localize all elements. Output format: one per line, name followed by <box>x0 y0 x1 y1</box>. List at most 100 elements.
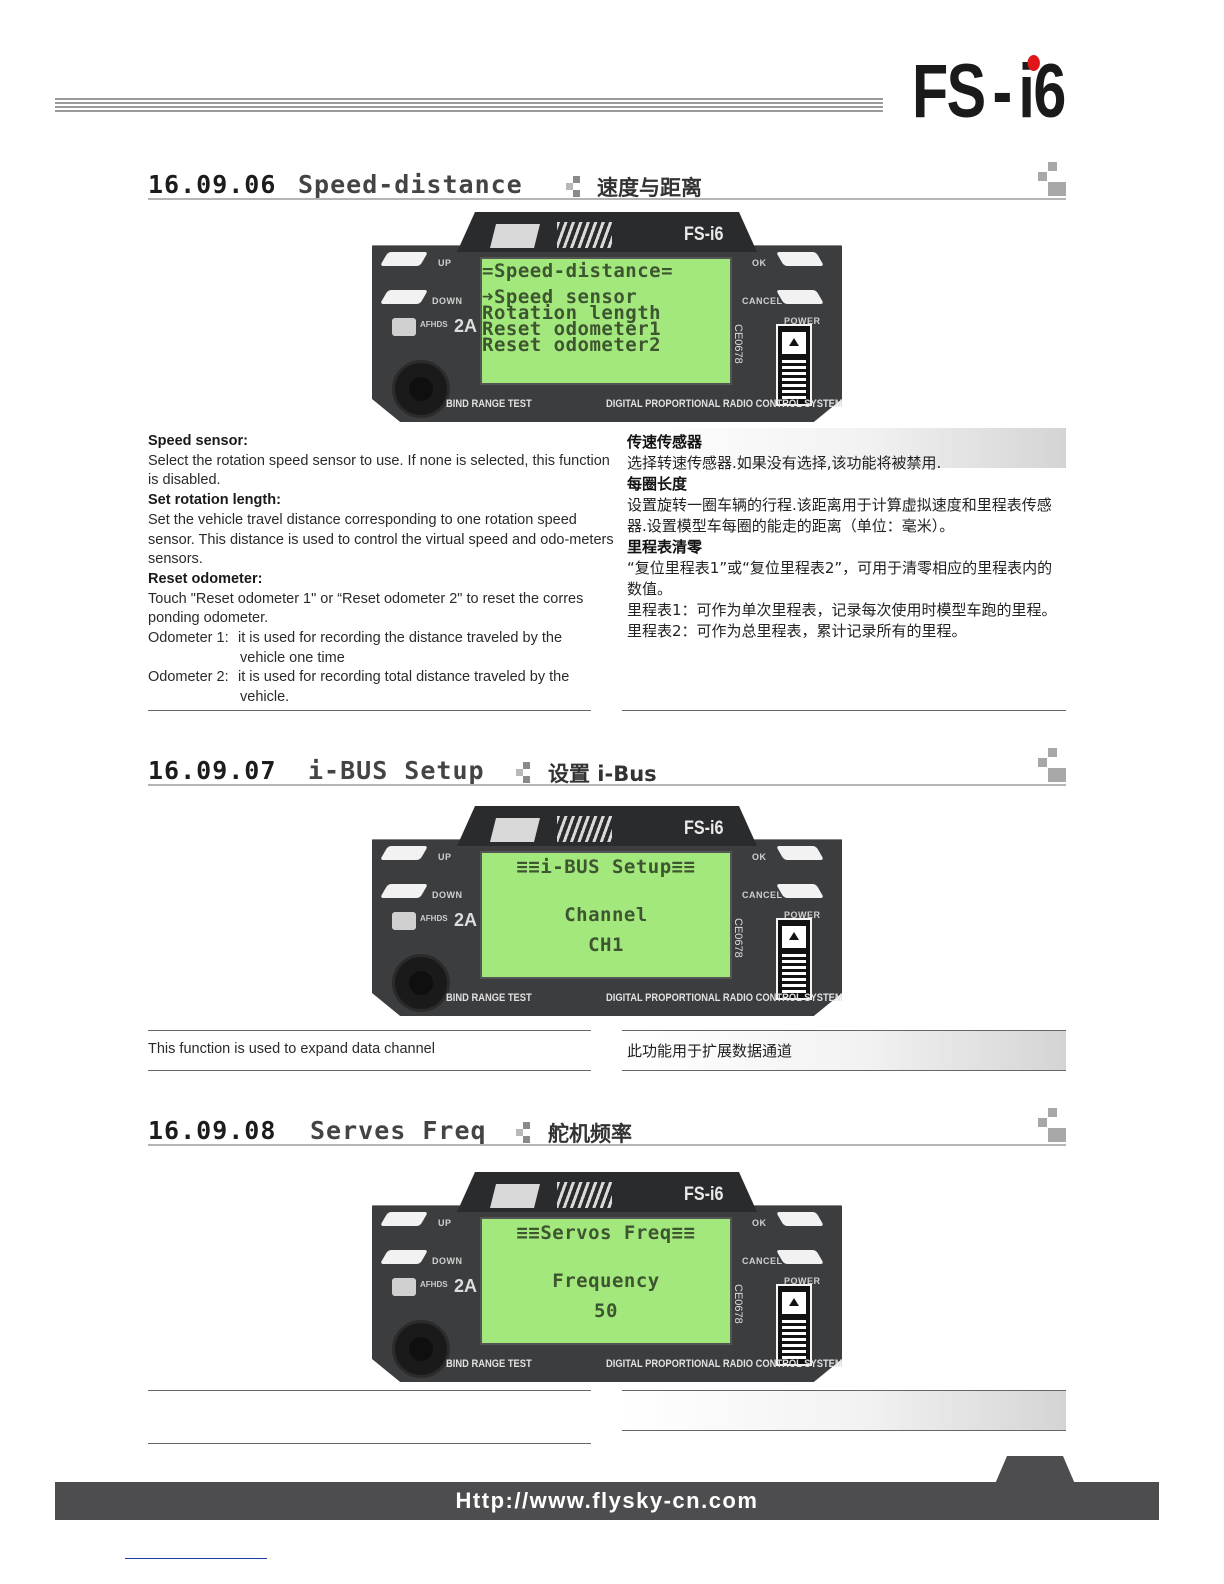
zh-paragraph: 设置旋转一圈车辆的行程.该距离用于计算虚拟速度和里程表传感器.设置模型车每圈的能… <box>627 496 1052 535</box>
lcd-menu-item: ➜Speed sensor <box>482 286 638 308</box>
zh-item: 里程表2：可作为总里程表，累计记录所有的里程。 <box>627 622 967 640</box>
section-title-zh: 设置 i-Bus <box>548 762 657 786</box>
brand-dash: - <box>992 49 1012 134</box>
section-title-en: i-BUS Setup <box>308 756 485 785</box>
divider-line <box>148 1443 591 1444</box>
footer-bar: Http://www.flysky-cn.com <box>55 1482 1159 1520</box>
flysky-logo-icon <box>490 818 540 842</box>
down-button <box>379 290 429 304</box>
lcd-menu-item: Reset odometer2 <box>482 334 662 356</box>
ok-button <box>775 1212 825 1226</box>
lcd-value: 50 <box>594 1300 618 1322</box>
pixel-bullet-icon <box>516 1122 530 1143</box>
divider-line <box>148 1070 591 1071</box>
corner-pixel-icon <box>1038 1108 1066 1144</box>
section-underline <box>148 198 1066 200</box>
zh-header-gradient <box>622 428 1066 468</box>
down-button <box>379 1250 429 1264</box>
dial-knob <box>392 1320 450 1378</box>
corner-pixel-icon <box>1038 162 1066 198</box>
item-text-cont: vehicle one time <box>240 649 345 666</box>
section-number: 16.09.08 <box>148 1116 277 1145</box>
device-model-label: FS-i6 <box>684 1184 724 1205</box>
brand-logo: FS-i6 <box>912 48 1066 135</box>
divider-line <box>622 1390 1066 1391</box>
footer-page-tab <box>995 1456 1075 1484</box>
ok-label: OK <box>752 258 767 268</box>
device-model-label: FS-i6 <box>684 818 724 839</box>
ce-mark: CE0678 <box>732 324 744 364</box>
item-text: it is used for recording total distance … <box>238 669 570 686</box>
power-switch <box>776 324 812 406</box>
section-underline <box>148 1144 1066 1146</box>
lcd-screen: ≡≡Servos Freq≡≡ Frequency 50 <box>480 1217 732 1345</box>
section-heading-ibus-setup: 16.09.07 i-BUS Setup 设置 i-Bus <box>148 748 1066 792</box>
zh-description-ibus: 此功能用于扩展数据通道 <box>627 1042 793 1060</box>
afhds-number: 2A <box>454 316 478 336</box>
up-label: UP <box>438 258 452 268</box>
en-heading: Set rotation length: <box>148 492 281 509</box>
ce-mark: CE0678 <box>732 1284 744 1324</box>
system-label: DIGITAL PROPORTIONAL RADIO CONTROL SYSTE… <box>606 1358 843 1370</box>
zh-header-gradient <box>622 1391 1066 1430</box>
lcd-menu-item: Reset odometer1 <box>482 318 662 340</box>
divider-line <box>622 1430 1066 1431</box>
zh-item: 里程表1：可作为单次里程表，记录每次使用时模型车跑的里程。 <box>627 601 1057 619</box>
flysky-logo-icon <box>490 224 540 248</box>
section-title-en: Speed-distance <box>298 170 523 199</box>
zh-paragraph: “复位里程表1”或“复位里程表2”，可用于清零相应的里程表内的数值。 <box>627 559 1053 598</box>
flysky-logo-icon <box>490 1184 540 1208</box>
footnote-line <box>125 1558 267 1559</box>
dial-knob <box>392 954 450 1012</box>
bind-range-label: BIND RANGE TEST <box>446 398 532 410</box>
footer-url: Http://www.flysky-cn.com <box>455 1488 759 1513</box>
power-label: POWER <box>784 1276 821 1286</box>
item-label: Odometer 1: <box>148 630 229 647</box>
corner-pixel-icon <box>1038 748 1066 784</box>
divider-line <box>622 1030 1066 1031</box>
section-number: 16.09.07 <box>148 756 277 785</box>
section-title-en: Serves Freq <box>310 1116 487 1145</box>
section-title-zh: 舵机频率 <box>548 1122 632 1146</box>
afhds-number: 2A <box>454 910 478 930</box>
cancel-button <box>775 290 825 304</box>
lcd-menu-item: Rotation length <box>482 302 662 324</box>
odometer-item: Odometer 1:it is used for recording the … <box>148 629 618 649</box>
item-text-cont: vehicle. <box>240 689 290 706</box>
power-switch <box>776 1284 812 1366</box>
en-description-speed-distance: Speed sensor: Select the rotation speed … <box>148 432 618 708</box>
power-label: POWER <box>784 316 821 326</box>
lcd-screen: =Speed-distance= ➜Speed sensor Rotation … <box>480 257 732 385</box>
zh-heading: 里程表清零 <box>627 538 703 556</box>
lcd-screen: ≡≡i-BUS Setup≡≡ Channel CH1 <box>480 851 732 979</box>
zh-heading: 传速传感器 <box>627 433 703 451</box>
down-label: DOWN <box>432 890 463 900</box>
brand-suffix: i6 <box>1018 49 1066 134</box>
divider-line <box>622 710 1066 711</box>
pixel-bullet-icon <box>516 762 530 783</box>
zh-heading: 每圈长度 <box>627 475 688 493</box>
ce-mark: CE0678 <box>732 918 744 958</box>
item-label: Odometer 2: <box>148 669 229 686</box>
afhds-label: AFHDS <box>420 1280 448 1289</box>
lcd-title: ≡≡Servos Freq≡≡ <box>516 1222 696 1244</box>
down-button <box>379 884 429 898</box>
system-label: DIGITAL PROPORTIONAL RADIO CONTROL SYSTE… <box>606 398 843 410</box>
power-label: POWER <box>784 910 821 920</box>
up-label: UP <box>438 852 452 862</box>
lcd-value: CH1 <box>588 934 624 956</box>
up-button <box>379 846 429 860</box>
en-description-ibus: This function is used to expand data cha… <box>148 1041 435 1057</box>
system-label: DIGITAL PROPORTIONAL RADIO CONTROL SYSTE… <box>606 992 843 1004</box>
power-switch <box>776 918 812 1000</box>
section-heading-speed-distance: 16.09.06 Speed-distance 速度与距离 <box>148 162 1066 206</box>
ok-label: OK <box>752 852 767 862</box>
zh-description-speed-distance: 传速传感器 选择转速传感器.如果没有选择,该功能将被禁用. 每圈长度 设置旋转一… <box>627 432 1063 642</box>
up-label: UP <box>438 1218 452 1228</box>
bind-range-label: BIND RANGE TEST <box>446 992 532 1004</box>
